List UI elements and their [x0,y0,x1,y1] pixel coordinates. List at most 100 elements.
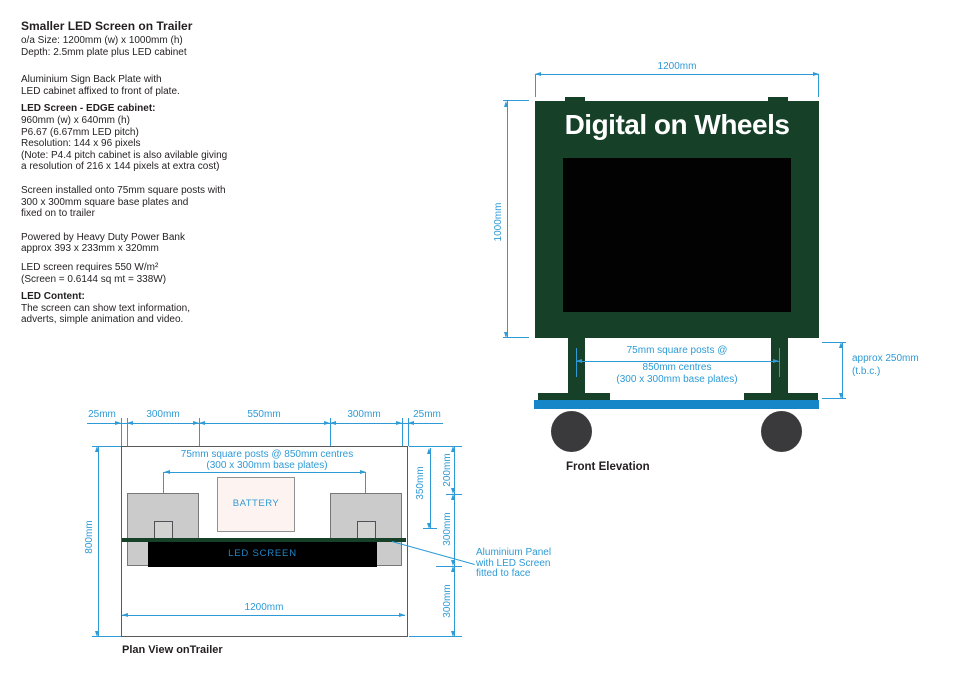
arrowhead-right-icon [115,421,121,425]
spec-line: o/a Size: 1200mm (w) x 1000mm (h) [21,35,183,46]
arrowhead-right-icon [360,470,366,474]
front-elevation-caption: Front Elevation [566,461,650,473]
pv-annotation-line2: with LED Screen [476,557,551,569]
pv-bottom-dim-line [122,615,405,616]
pv-posts-dim-line [164,472,366,473]
arrowhead-up-icon [427,448,431,454]
spec-cabinet: LED Screen - EDGE cabinet: 960mm (w) x 6… [21,103,351,173]
arrowhead-left-icon [408,421,414,425]
fe-height-ext-bottom [503,337,529,338]
pv-posts-note-line1: 75mm square posts @ 850mm centres [180,449,354,460]
fe-posts-note-line1: 75mm square posts @ [626,345,728,356]
arrowhead-up-icon [95,446,99,452]
spec-line: a resolution of 216 x 144 pixels at extr… [21,161,220,173]
fe-clearance-label-line1: approx 250mm [852,353,919,364]
spec-line: approx 393 x 233mm x 320mm [21,243,159,255]
pv-left-dim-line [98,446,99,637]
spec-requirement: LED screen requires 550 W/m² (Screen = 0… [21,262,351,285]
fe-height-ext-top [503,100,529,101]
pv-top-tick [402,418,403,446]
arrowhead-down-icon [95,631,99,637]
pv-led-screen-label: LED SCREEN [228,548,297,559]
pv-350-dim-label: 350mm [415,466,426,500]
fe-width-dim-label: 1200mm [657,61,697,72]
plan-view-caption: Plan View onTrailer [122,644,223,656]
pv-350-tick [423,528,437,529]
arrowhead-right-icon [324,421,330,425]
arrowhead-left-icon [576,359,582,363]
pv-top-tick [121,418,122,446]
spec-line: adverts, simple animation and video. [21,314,184,326]
spec-heading: LED Content: [21,291,85,303]
fe-trailer-bar [534,400,819,409]
arrowhead-left-icon [330,421,336,425]
spec-line: 300 x 300mm square base plates and [21,196,189,208]
pv-annotation-line1: Aluminium Panel [476,547,552,558]
fe-wheel-left [551,411,592,452]
spec-title: Smaller LED Screen on Trailer [21,19,193,33]
pv-top-dim-550: 550mm [247,409,281,420]
arrowhead-right-icon [813,72,819,76]
arrowhead-left-icon [127,421,133,425]
spec-line: (Note: P4.4 pitch cabinet is also avilab… [21,149,228,161]
pv-left-ext-bottom [92,636,121,637]
arrowhead-up-icon [451,494,455,500]
fe-width-ext-right [818,74,819,97]
fe-sign-tab-right [768,97,788,102]
arrowhead-down-icon [451,488,455,494]
arrowhead-down-icon [504,332,508,338]
arrowhead-right-icon [396,421,402,425]
arrowhead-left-icon [199,421,205,425]
pv-right-ext-top [409,446,462,447]
spec-install: Screen installed onto 75mm square posts … [21,185,351,220]
spec-line: LED cabinet affixed to front of plate. [21,85,180,97]
fe-width-ext-left [535,74,536,97]
spec-content: LED Content: The screen can show text in… [21,291,351,326]
arrowhead-down-icon [451,631,455,637]
fe-height-dim-line [507,101,508,338]
pv-aluminium-panel-line [122,538,406,542]
spec-power: Powered by Heavy Duty Power Bank approx … [21,232,351,255]
fe-sign-tab-left [565,97,585,102]
pv-left-ext-top [92,446,121,447]
pv-battery-label: BATTERY [232,498,280,509]
pv-top-tick [199,418,200,446]
pv-right-dim-300b: 300mm [442,584,453,618]
pv-top-tick [408,418,409,446]
spec-heading: LED Screen - EDGE cabinet: [21,103,156,115]
spec-line: The screen can show text information, [21,302,190,314]
fe-posts-tick-right [779,348,780,377]
fe-sign-title: Digital on Wheels [564,109,790,140]
arrowhead-down-icon [427,523,431,529]
spec-back-plate: Aluminium Sign Back Plate with LED cabin… [21,74,351,97]
fe-posts-dim-line [576,361,779,362]
fe-posts-note-line2: 850mm centres [642,362,712,373]
pv-annotation-line3: fitted to face [476,568,531,579]
arrowhead-up-icon [451,566,455,572]
fe-posts-note-line3: (300 x 300mm base plates) [616,374,738,385]
fe-led-screen [563,158,791,312]
fe-width-dim-line [535,74,819,75]
pv-top-dim-line [87,423,443,424]
arrowhead-up-icon [504,101,508,107]
arrowhead-right-icon [773,359,779,363]
pv-top-tick [330,418,331,446]
spec-line: Powered by Heavy Duty Power Bank [21,231,185,243]
fe-height-dim-label: 1000mm [493,202,504,242]
pv-right-chain-line [454,446,455,637]
spec-line: LED screen requires 550 W/m² [21,261,159,273]
pv-top-tick [127,418,128,446]
pv-top-dim-25-left: 25mm [88,409,116,420]
pv-top-dim-25-right: 25mm [413,409,441,420]
fe-clearance-dim-line [842,342,843,399]
pv-right-tick-566 [436,566,462,567]
fe-base-plate-left [538,393,610,400]
spec-line: Resolution: 144 x 96 pixels [21,138,141,150]
spec-line: 960mm (w) x 640mm (h) [21,114,130,126]
arrowhead-up-icon [839,342,843,348]
fe-clearance-ext-top [822,342,846,343]
pv-led-screen-bar: LED SCREEN [148,542,377,567]
pv-top-dim-300-left: 300mm [146,409,180,420]
spec-line: (Screen = 0.6144 sq mt = 338W) [21,273,167,285]
